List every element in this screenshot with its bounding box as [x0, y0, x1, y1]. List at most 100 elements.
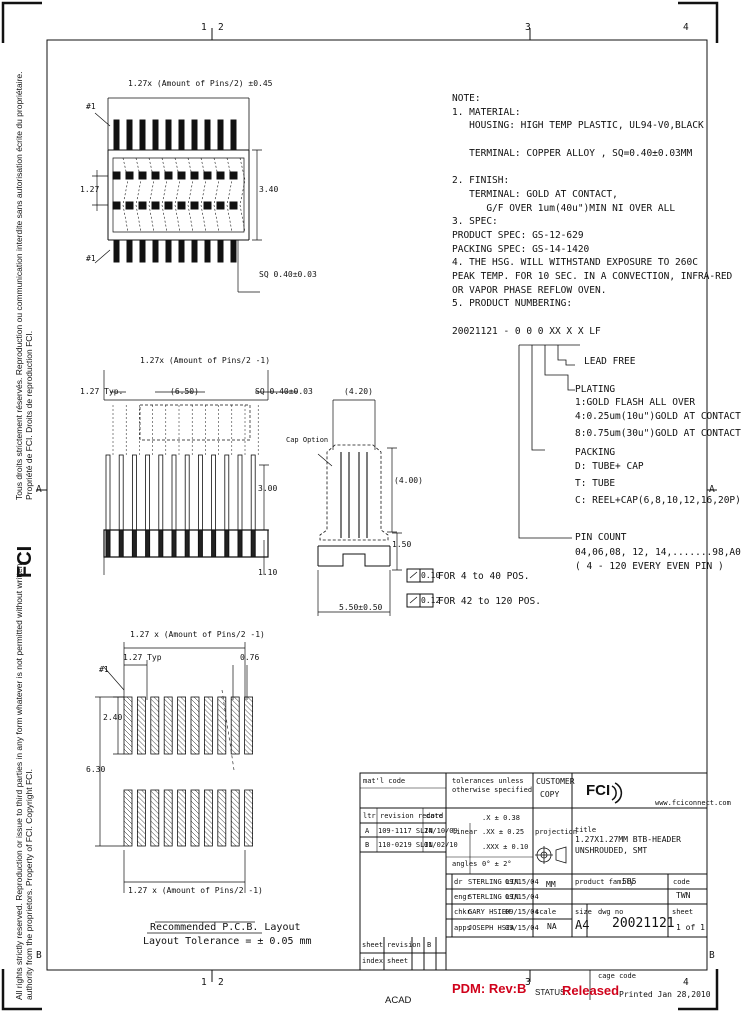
pcb-pad: [203, 789, 213, 847]
top-view-pin-square: [138, 201, 147, 210]
pcb-pad-hatch: [231, 733, 240, 743]
side-view-dim-400: (4.00): [394, 476, 423, 485]
pcb-pad-hatch: [177, 815, 186, 825]
tb-engr-name: STERLING LIN: [468, 893, 519, 901]
footer-acad: ACAD: [385, 995, 412, 1006]
pcb-pad-hatch: [123, 733, 133, 743]
top-view-pin-square: [229, 171, 238, 180]
pcb-pad-hatch: [180, 696, 186, 703]
pcb-pad-hatch: [204, 800, 213, 810]
pcb-pad-hatch: [190, 805, 200, 815]
pcb-pad-hatch: [217, 743, 226, 753]
pcb-pad-hatch: [167, 696, 173, 703]
front-view-dim-typ: 1.27 Typ.: [80, 387, 124, 396]
tb-tol-xx: .XX ± 0.25: [482, 828, 525, 836]
tb-title-label: title: [575, 826, 597, 834]
pcb-pad-hatch: [137, 723, 146, 733]
pcb-pad-hatch: [150, 738, 159, 748]
front-view-pin: [224, 454, 230, 531]
pcb-pad-hatch: [244, 698, 253, 708]
tb-title-line-1: 1.27X1.27MM BTB-HEADER: [575, 835, 681, 844]
packing-option-d: D: TUBE+ CAP: [575, 461, 644, 472]
pcb-pad-hatch: [150, 840, 156, 847]
pcb-pad-hatch: [150, 733, 159, 743]
tb-sheet-label: sheet: [672, 908, 694, 916]
pcb-pad-hatch: [141, 789, 146, 795]
note-line: TERMINAL: GOLD AT CONTACT,: [452, 188, 618, 200]
pcb-pad-hatch: [204, 795, 213, 805]
pcb-pad-hatch: [150, 713, 159, 723]
pcb-pad-hatch: [190, 790, 200, 800]
note-line: HOUSING: HIGH TEMP PLASTIC, UL94-V0,BLAC…: [452, 120, 704, 132]
pcb-pad-hatch: [234, 696, 240, 703]
pcb-pad-hatch: [217, 820, 226, 830]
pcb-pad-hatch: [123, 728, 133, 738]
tb-rev-a-ltr: A: [365, 827, 370, 835]
pcb-pad-hatch: [190, 738, 200, 748]
pcb-pad: [244, 696, 254, 755]
pcb-pad: [136, 696, 146, 755]
top-view-pin-square: [190, 171, 199, 180]
pcb-pad-hatch: [204, 830, 213, 840]
pcb-pad-hatch: [244, 718, 253, 728]
tb-website: www.fciconnect.com: [655, 799, 731, 807]
tb-angles-label: angles: [452, 860, 478, 868]
pcb-pad-hatch: [123, 800, 133, 810]
pcb-pad-hatch: [150, 820, 159, 830]
lead-free-label: LEAD FREE: [584, 356, 636, 367]
top-view-pin-hidden-line: [148, 157, 155, 233]
zone-col-bottom-1: 1: [201, 977, 207, 988]
pcb-pad-hatch: [190, 723, 200, 733]
top-view-pin-lead: [178, 239, 185, 263]
pcb-pad-hatch: [181, 789, 186, 795]
pcb-pad-hatch: [123, 723, 133, 733]
front-view-pin-base: [105, 529, 111, 558]
pcb-pad-hatch: [190, 743, 200, 753]
front-view-dim-sq: SQ 0.40±0.03: [255, 387, 313, 396]
tb-bottom-index: index: [362, 957, 384, 965]
side-view-connector: [317, 399, 402, 616]
pcb-pad-hatch: [220, 696, 226, 703]
pcb-pad-hatch: [123, 810, 133, 820]
front-view-pin: [118, 454, 124, 531]
flatness-1-text: FOR 4 to 40 POS.: [438, 571, 530, 582]
top-view-pin-lead: [139, 119, 146, 151]
top-view-pin1-top: #1: [86, 102, 96, 111]
flatness-2-text: FOR 42 to 120 POS.: [438, 596, 541, 607]
front-view-pin-base: [197, 529, 203, 558]
pcb-pad-hatch: [217, 840, 223, 847]
zone-row-right-a: A: [709, 484, 715, 495]
pcb-pad-hatch: [164, 825, 173, 835]
pcb-pad: [136, 789, 146, 847]
front-view-pin-base: [118, 529, 124, 558]
pcb-pad-hatch: [150, 830, 159, 840]
pcb-pad-hatch: [194, 789, 200, 795]
pcb-pad-hatch: [123, 805, 133, 815]
top-view-pin-square: [216, 171, 225, 180]
pcb-pad-hatch: [137, 795, 146, 805]
pcb-pad-hatch: [150, 743, 159, 753]
pcb-pad-hatch: [231, 825, 240, 835]
pcb-pad: [190, 789, 200, 847]
pcb-pad-hatch: [126, 696, 133, 703]
pcb-pad-hatch: [150, 708, 159, 718]
top-view-pins: [112, 119, 246, 263]
pcb-pad-hatch: [137, 830, 146, 840]
tb-rev-b-ltr: B: [365, 841, 370, 849]
pcb-pad-hatch: [231, 738, 240, 748]
footer-status-label: STATUS:: [535, 988, 568, 997]
pcb-pad-hatch: [123, 703, 133, 713]
pcb-pad-hatch: [177, 825, 186, 835]
pcb-pad-hatch: [123, 790, 133, 800]
pcb-pad-outline: [217, 696, 227, 755]
pcb-pad-outline: [177, 696, 187, 755]
pcb-pad-hatch: [137, 718, 146, 728]
tb-bottom-sheet: sheet: [362, 941, 384, 949]
front-view-pin-base: [145, 529, 151, 558]
pcb-pad-hatch: [231, 743, 240, 753]
pcb-pad-hatch: [204, 708, 213, 718]
note-line: TERMINAL: COPPER ALLOY , SQ=0.40±0.03MM: [452, 147, 693, 159]
pcb-pad-hatch: [204, 713, 213, 723]
pcb-pad-hatch: [177, 810, 186, 820]
tb-rev-b-record: 110-0219 SLIN: [378, 841, 433, 849]
